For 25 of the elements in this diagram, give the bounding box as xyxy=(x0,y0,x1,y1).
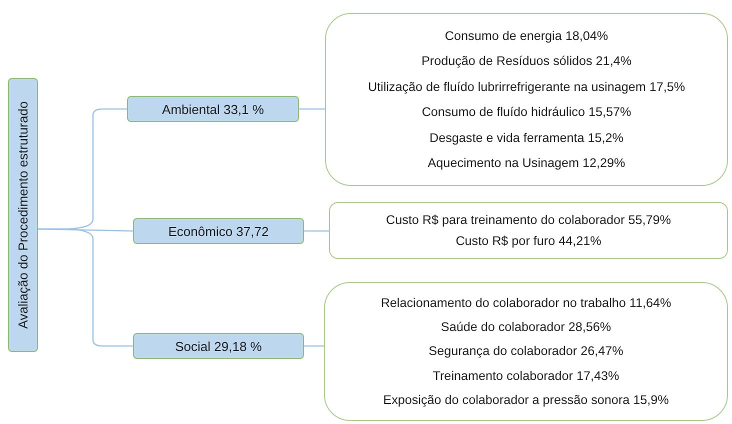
criterion-text: Desgaste e vida ferramenta 15,2% xyxy=(430,130,624,146)
criterion-text: Custo R$ para treinamento do colaborador 55,79% xyxy=(386,212,671,228)
category-box: Social 29,18 % xyxy=(133,333,304,359)
connector-line xyxy=(299,108,325,110)
criterion-text: Produção de Resíduos sólidos 21,4% xyxy=(421,53,632,70)
criterion-text: Relacionamento do colaborador no trabalho 11,64% xyxy=(380,295,672,312)
criterion-text: Custo R$ por furo 44,21% xyxy=(456,233,602,249)
category-box: Ambiental 33,1 % xyxy=(127,96,299,122)
root-box xyxy=(8,78,38,352)
category-box: Econômico 37,72 xyxy=(133,218,304,244)
connector-line xyxy=(304,345,324,347)
criterion-text: Utilização de fluído lubrirrefrigerante na usinagem 17,5% xyxy=(368,78,686,95)
criterion-text: Treinamento colaborador 17,43% xyxy=(432,368,620,384)
connector-line xyxy=(38,228,133,347)
criteria-box xyxy=(324,282,728,421)
criterion-text: Exposição do colaborador a pressão sonora 15,9% xyxy=(383,392,669,408)
criterion-text: Aquecimento na Usinagem 12,29% xyxy=(428,155,626,172)
criterion-text: Consumo de fluído hidráulico 15,57% xyxy=(422,104,632,120)
criterion-text: Saúde do colaborador 28,56% xyxy=(440,319,612,336)
criteria-box xyxy=(325,13,728,186)
criterion-text: Consumo de energia 18,04% xyxy=(444,28,608,44)
connector-line xyxy=(304,230,329,232)
criterion-text: Segurança do colaborador 26,47% xyxy=(428,343,624,360)
criteria-box xyxy=(329,202,728,259)
root-label: Avaliação do Procedimento estruturado xyxy=(16,100,30,331)
